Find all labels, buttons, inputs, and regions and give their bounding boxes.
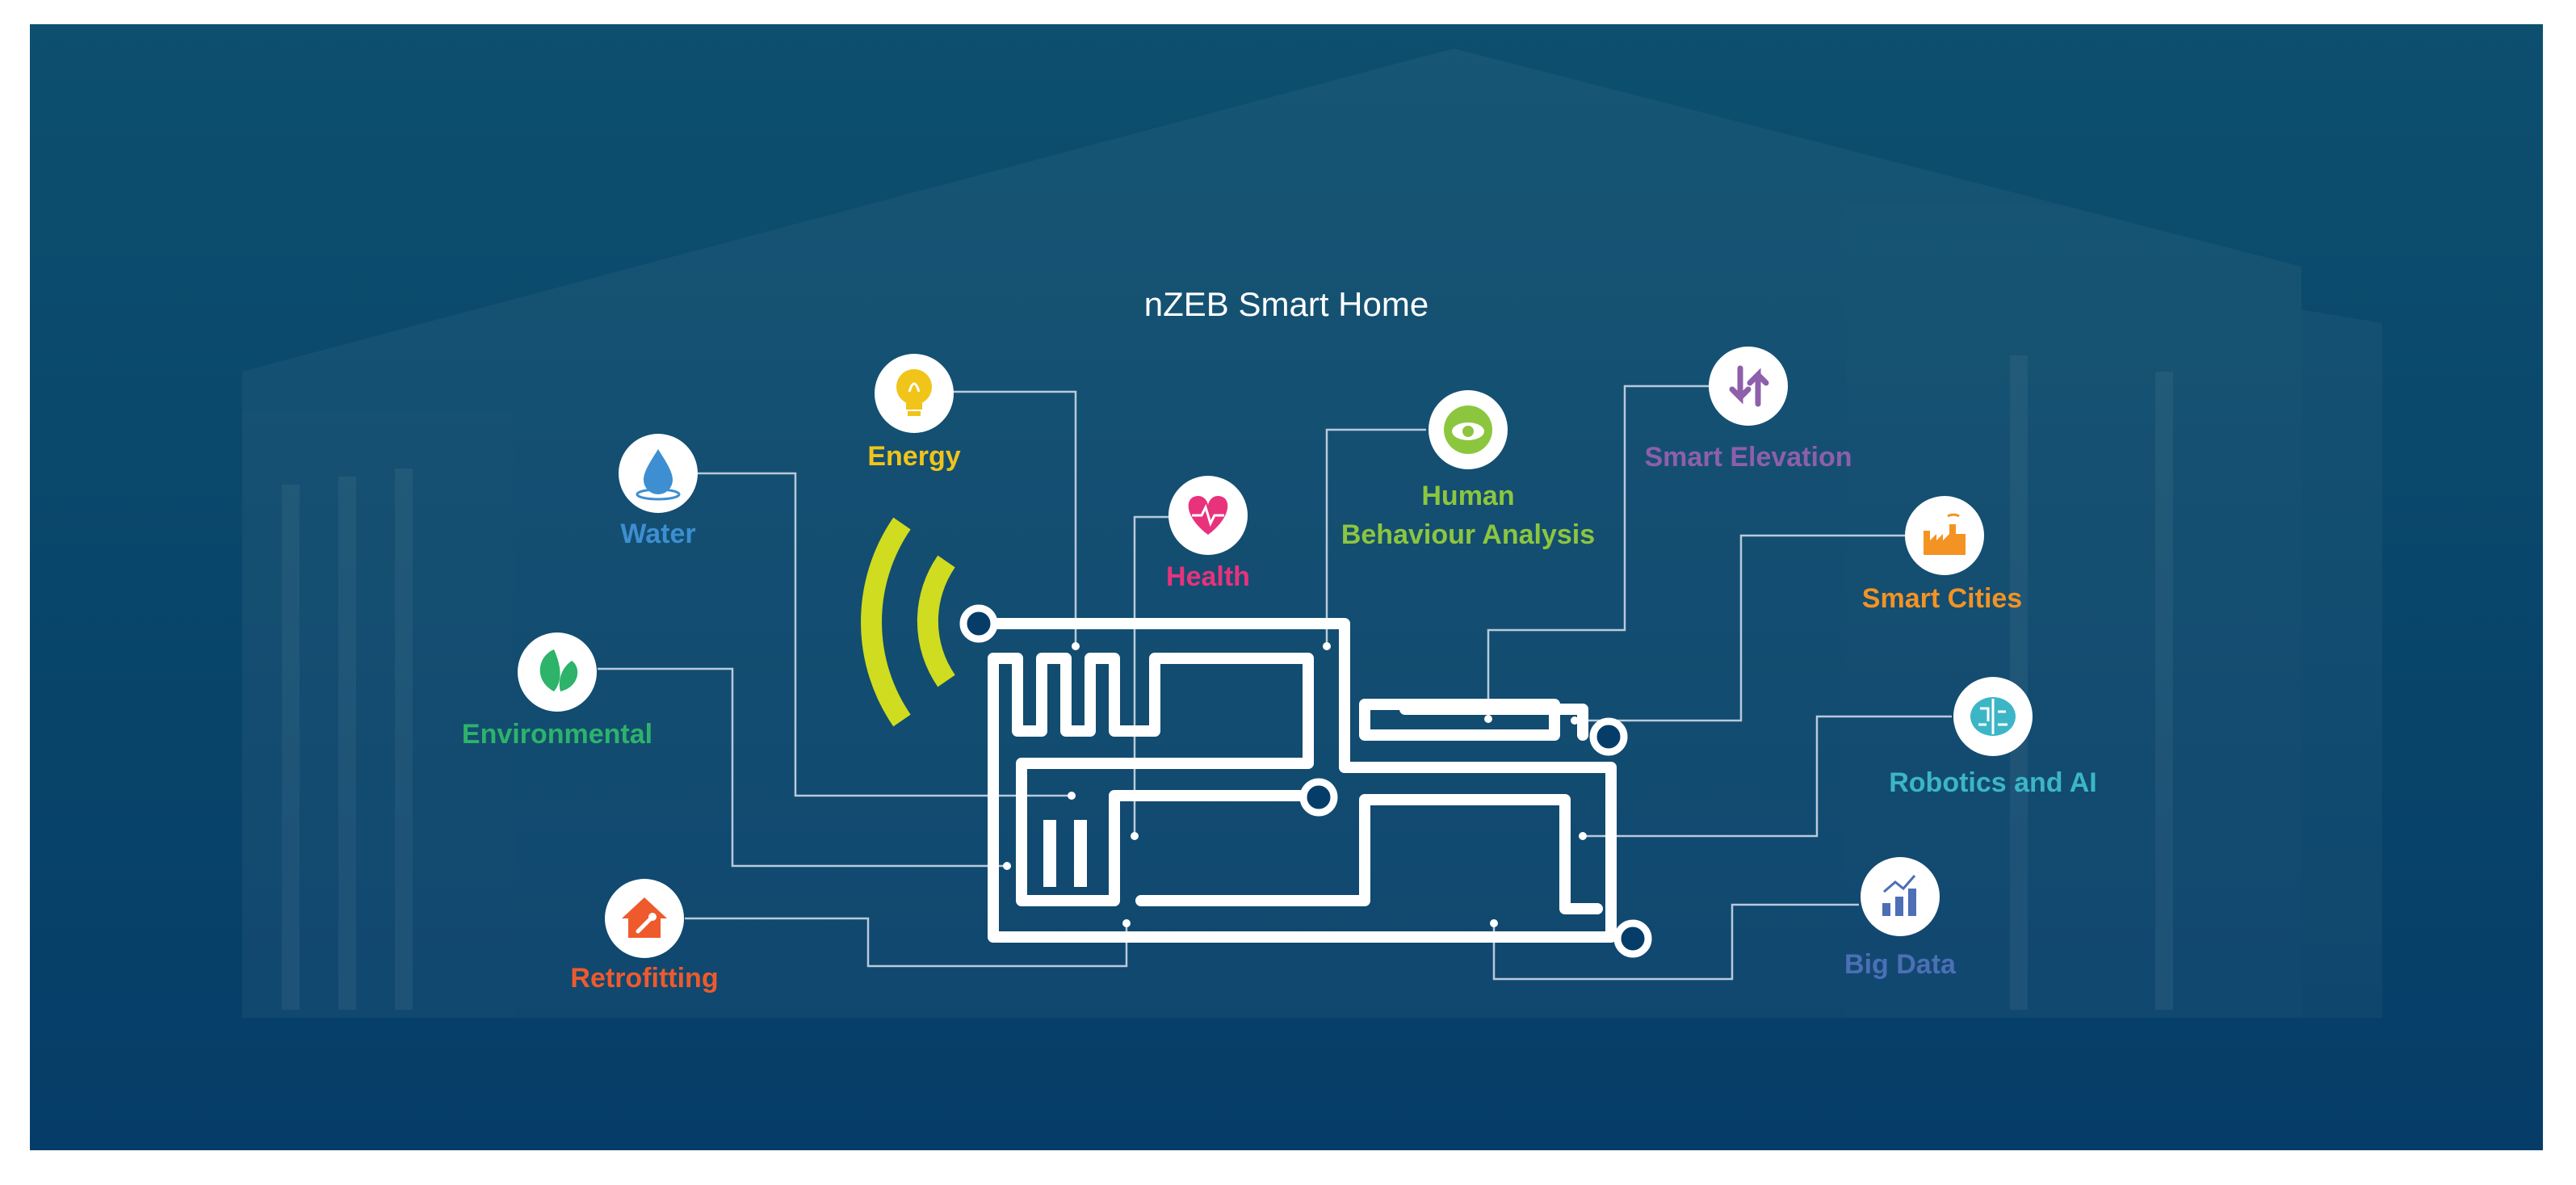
label-cities: Smart Cities [1862, 583, 2022, 614]
label-bigdata: Big Data [1844, 949, 1957, 980]
label-environmental: Environmental [462, 719, 652, 750]
junction-cities [1571, 716, 1579, 725]
connector-bigdata [1492, 903, 1859, 981]
label-human-line2: Behaviour Analysis [1341, 519, 1595, 550]
node-environmental [518, 632, 597, 712]
wifi-arc-outer [861, 517, 911, 727]
junction-environmental [1003, 862, 1011, 870]
junction-bigdata [1490, 919, 1498, 927]
label-retrofitting: Retrofitting [570, 963, 718, 994]
label-energy: Energy [867, 441, 960, 472]
background-panel [30, 24, 2543, 1150]
node-cities [1905, 496, 1984, 575]
node-bigdata [1861, 857, 1940, 936]
junction-retrofitting [1122, 919, 1131, 927]
house-wrench-icon [622, 897, 667, 938]
terminal-bottom [1613, 919, 1652, 958]
connector-environmental [598, 667, 1007, 868]
connector-energy [953, 390, 1077, 646]
node-elevation [1709, 347, 1788, 426]
junction-water [1068, 792, 1076, 800]
node-energy [875, 354, 954, 433]
node-health [1168, 476, 1248, 555]
circuit-upper-right-trace [1399, 704, 1588, 741]
junction-health [1131, 832, 1139, 840]
circuit-board [988, 618, 1617, 943]
water-drop-icon [636, 449, 681, 501]
heart-pulse-icon [1188, 496, 1228, 535]
connector-elevation [1487, 384, 1710, 719]
diagram-title: nZEB Smart Home [1144, 285, 1429, 323]
eye-icon [1444, 406, 1492, 454]
connector-robotics [1583, 715, 1952, 838]
up-down-arrows-icon [1729, 365, 1769, 407]
label-health: Health [1166, 561, 1250, 592]
junction-elevation [1484, 715, 1492, 723]
building-silhouette [242, 48, 2301, 1018]
junction-human [1323, 642, 1331, 650]
node-human [1429, 390, 1508, 469]
circuit-outer-trace [988, 618, 1617, 943]
category-nodes [518, 347, 2033, 958]
label-elevation: Smart Elevation [1645, 442, 1852, 473]
node-labels: Energy Water Health Human Behaviour Anal… [462, 441, 2097, 994]
bar-chart-icon [1882, 875, 1916, 916]
connector-human [1325, 428, 1426, 646]
terminal-middle [1299, 778, 1338, 817]
lightbulb-icon [896, 369, 932, 416]
building-columns [282, 355, 2173, 1010]
node-cities-circle [1905, 496, 1984, 575]
wifi-signal-icon [861, 517, 955, 727]
leaf-icon [539, 649, 578, 691]
label-water: Water [620, 519, 695, 549]
connector-junctions [1003, 642, 1587, 927]
circuit-right-trace [1135, 794, 1603, 914]
node-elevation-circle [1709, 347, 1788, 426]
label-robotics: Robotics and AI [1889, 767, 2097, 798]
connector-water [694, 472, 1072, 797]
circuit-terminals [959, 604, 1652, 958]
terminal-left [959, 604, 998, 643]
label-human: Human [1421, 481, 1514, 511]
junction-energy [1072, 642, 1080, 650]
node-water [619, 434, 698, 513]
terminal-right [1589, 717, 1628, 756]
connector-cities [1575, 534, 1905, 722]
wifi-arc-inner [917, 555, 955, 687]
node-retrofitting [605, 879, 684, 958]
junction-robotics [1579, 832, 1587, 840]
brain-icon [1970, 697, 2016, 736]
connector-retrofitting [685, 917, 1128, 968]
node-robotics [1953, 677, 2033, 756]
city-icon [1924, 513, 1966, 555]
